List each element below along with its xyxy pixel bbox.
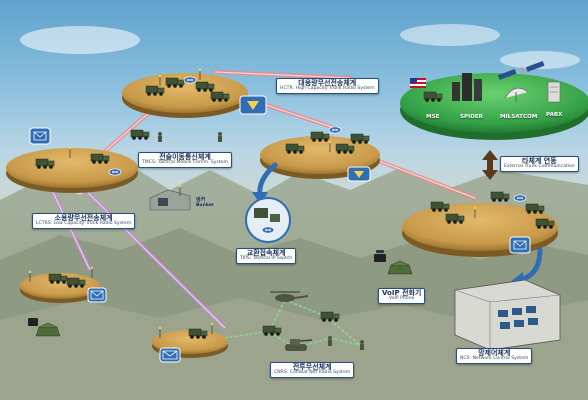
- external-spider-label: SPIDER: [460, 114, 483, 120]
- label-external-en: External Trunk Communication: [504, 164, 575, 170]
- triangle-down-icon: [239, 95, 267, 115]
- phone-icon: [28, 318, 38, 326]
- label-cnrs: 전투무선체계 CNRS: Combat Net Radio System: [270, 362, 355, 379]
- label-ncs: 망제어체계 NCS: Network Control System: [456, 348, 533, 365]
- satellite-dish-icon: [504, 87, 529, 102]
- label-bunker: 벙커 Bunker: [196, 196, 214, 208]
- label-tips-ko: 교환접속체계: [246, 249, 286, 257]
- label-lctrs-ko: 소용량무선전송체계: [54, 214, 113, 222]
- mail-icon: [509, 236, 531, 254]
- router-icon: [183, 76, 197, 84]
- label-voip-ko: VoIP 전화기: [382, 289, 422, 297]
- triangle-down-icon: [347, 166, 371, 182]
- double-arrow-icon: [482, 150, 498, 180]
- label-bunker-ko: 벙커: [196, 197, 206, 203]
- label-hctr-en: HCTR: High Capacity Trunk Radio System: [280, 86, 375, 92]
- platform-cnrs: [152, 322, 228, 363]
- satellite-icon: [497, 61, 545, 80]
- helicopter-icon: [270, 291, 309, 302]
- mail-icon: [87, 287, 107, 303]
- tips-switch: [245, 197, 291, 243]
- soldier-icon: [158, 132, 162, 142]
- military-truck-icon: [350, 133, 370, 145]
- server-rack-icon: [452, 73, 482, 101]
- label-tmcs-en: TMCS: Tactical Mobile Comm. System: [142, 160, 228, 166]
- label-bunker-en: Bunker: [196, 203, 214, 208]
- soldier-icon: [360, 340, 364, 350]
- usa-flag-icon: [410, 78, 426, 88]
- label-hctr-ko: 대용량무선전송체계: [298, 79, 357, 87]
- external-milsatcom-label: MILSATCOM: [500, 114, 538, 120]
- phone-icon: [374, 250, 386, 262]
- label-voip-en: VoIP Phone: [388, 296, 415, 302]
- label-ncs-en: NCS: Network Control System: [460, 356, 529, 362]
- label-lctrs-en: LCTRS: Low Capacity Trunk Radio System: [36, 221, 132, 227]
- label-tips: 교환접속체계 TIPS: Tactical IP Switch: [236, 248, 297, 265]
- soldier-icon: [218, 132, 222, 142]
- label-cnrs-en: CNRS: Combat Net Radio System: [274, 370, 351, 376]
- mail-icon: [159, 347, 181, 363]
- military-truck-icon: [130, 129, 150, 141]
- bunker-icon: [149, 184, 191, 211]
- router-icon: [108, 168, 122, 176]
- router-icon: [328, 126, 342, 134]
- label-voip: VoIP 전화기 VoIP Phone: [378, 288, 426, 305]
- platform-hctr: [122, 68, 267, 118]
- label-tips-en: TIPS: Tactical IP Switch: [240, 256, 293, 262]
- soldier-icon: [328, 336, 332, 346]
- platform-tmcs: [6, 127, 138, 193]
- platform-external: [400, 61, 588, 140]
- server-rack-icon: [547, 81, 561, 103]
- label-hctr: 대용량무선전송체계 HCTR: High Capacity Trunk Radi…: [276, 78, 379, 95]
- mail-icon: [29, 127, 51, 145]
- label-external-ko: 타체계 연동: [522, 157, 557, 165]
- platform-lctrs: [20, 266, 107, 303]
- router-icon: [513, 194, 527, 202]
- external-mse-label: MSE: [426, 114, 440, 120]
- router-icon: [261, 226, 275, 234]
- label-ncs-ko: 망제어체계: [478, 349, 511, 357]
- label-tmcs: 전술이동통신체계 TMCS: Tactical Mobile Comm. Sys…: [138, 152, 232, 169]
- control-room-icon: [454, 279, 561, 351]
- military-truck-icon: [310, 131, 330, 143]
- platform-hctr-middle: [260, 126, 380, 182]
- label-lctrs: 소용량무선전송체계 LCTRS: Low Capacity Trunk Radi…: [32, 213, 136, 230]
- label-tmcs-ko: 전술이동통신체계: [159, 153, 211, 161]
- tank-icon: [285, 339, 313, 351]
- platform-trunk-right: [402, 191, 558, 257]
- label-external: 타체계 연동 External Trunk Communication: [500, 156, 579, 173]
- external-pabx-label: PABX: [546, 112, 563, 118]
- label-cnrs-ko: 전투무선체계: [292, 363, 332, 371]
